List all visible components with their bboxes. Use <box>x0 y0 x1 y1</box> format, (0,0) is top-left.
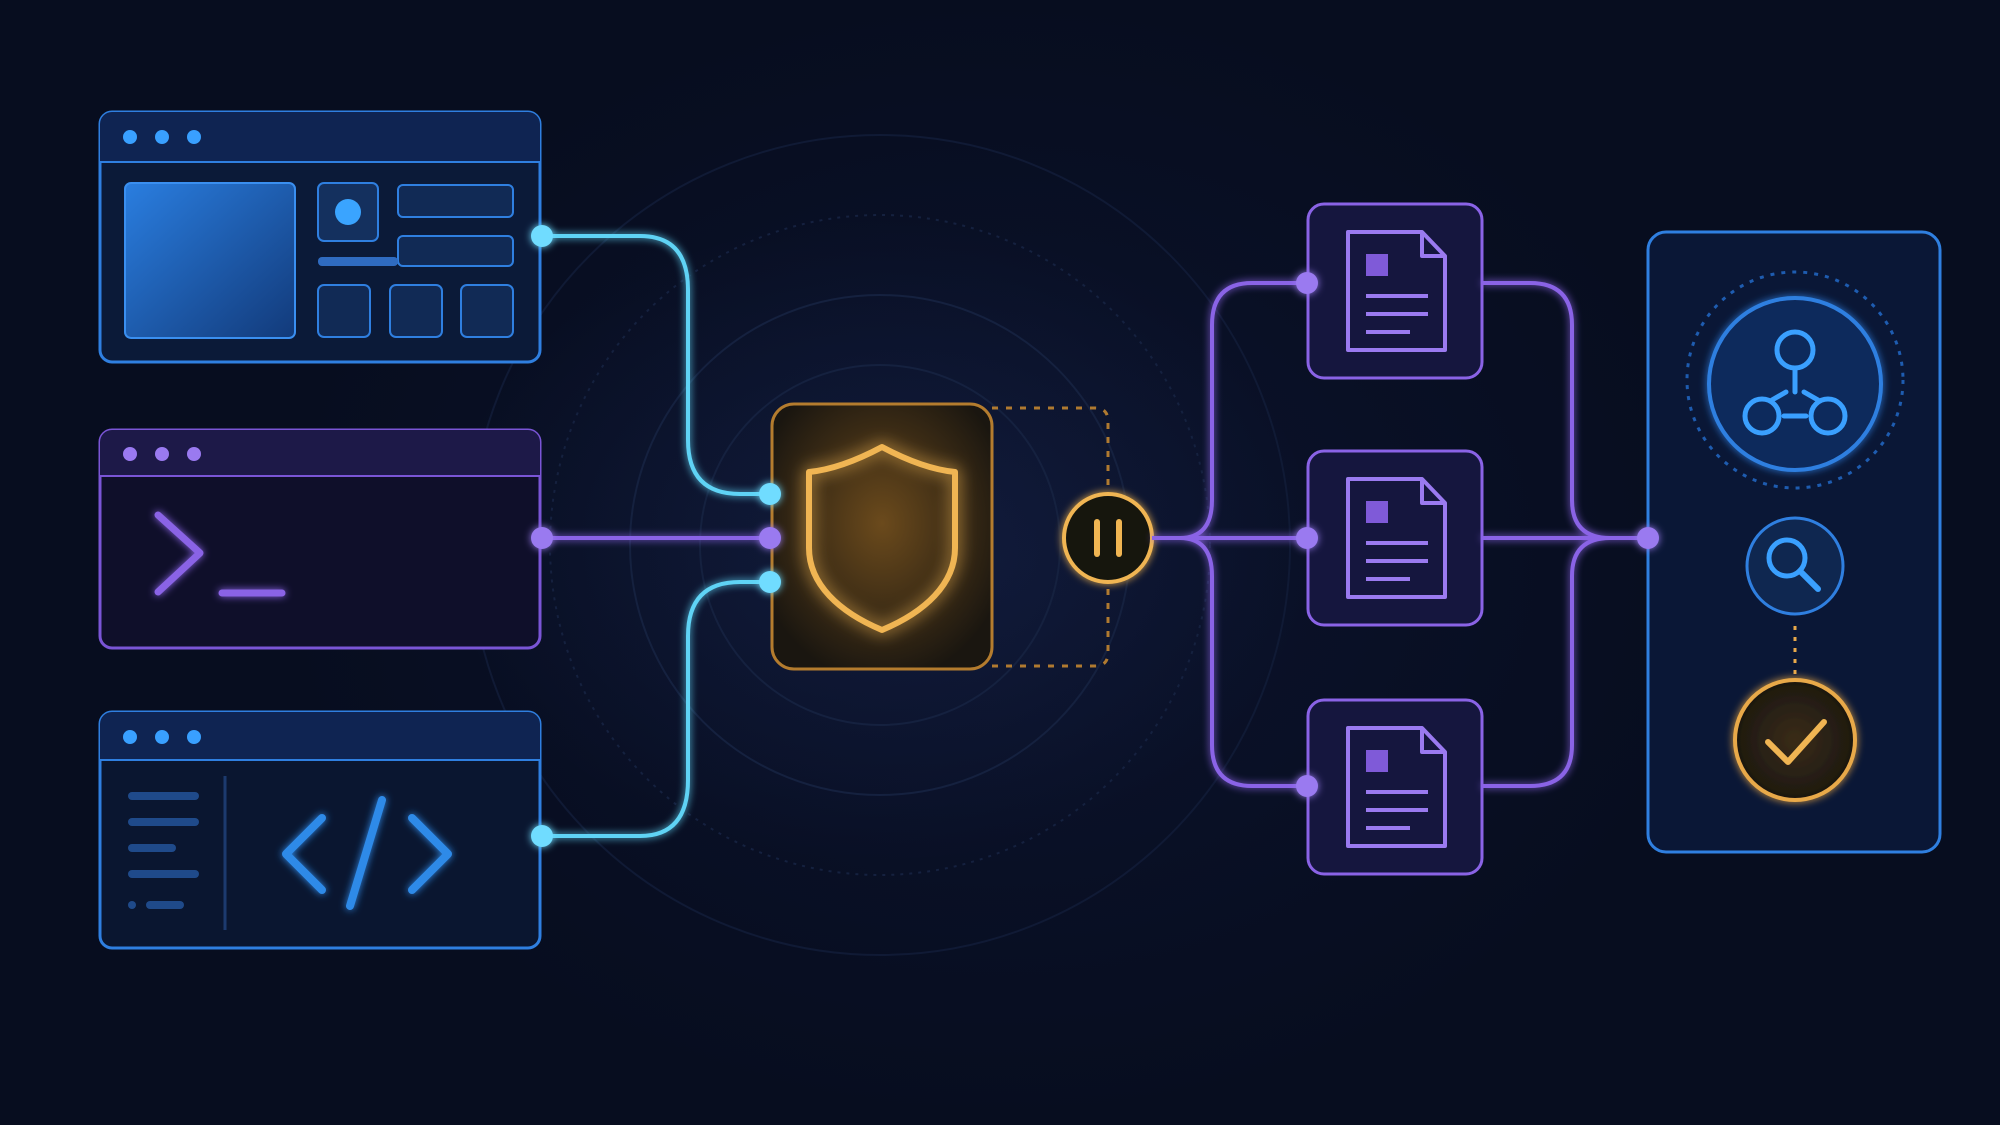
document-card-2 <box>1306 449 1484 627</box>
document-icon <box>1346 477 1447 599</box>
code-connector <box>542 580 770 838</box>
pause-icon <box>1094 519 1122 557</box>
security-gate <box>759 402 994 671</box>
gate-bypass-dashed <box>992 406 1110 668</box>
review-input-node <box>1637 527 1659 549</box>
document-connectors <box>1152 281 1306 788</box>
document-input-nodes <box>1296 272 1318 797</box>
document-icon <box>1346 230 1447 352</box>
search-icon[interactable] <box>1745 516 1845 616</box>
review-panel <box>1637 230 1942 854</box>
terminal-prompt-icon <box>154 511 286 597</box>
gate-input-nodes <box>759 483 781 593</box>
code-lines <box>128 792 199 909</box>
terminal-window <box>98 428 542 650</box>
review-connectors <box>1482 281 1648 788</box>
browser-window <box>98 110 542 364</box>
shield-icon <box>806 444 958 633</box>
browser-connector <box>542 234 770 496</box>
source-connectors <box>542 234 770 838</box>
code-editor-window <box>98 710 542 950</box>
window-controls <box>123 130 201 144</box>
source-nodes <box>531 225 553 847</box>
document-card-1 <box>1306 202 1484 380</box>
document-icon <box>1346 726 1447 848</box>
hierarchy-nodes-icon[interactable] <box>1707 296 1883 472</box>
checkmark-icon[interactable] <box>1733 678 1857 802</box>
code-brackets-icon <box>282 796 452 910</box>
pause-node[interactable] <box>1062 492 1154 584</box>
window-controls <box>123 730 201 744</box>
browser-layout-icon <box>124 182 514 339</box>
window-controls <box>123 447 201 461</box>
document-card-3 <box>1306 698 1484 876</box>
